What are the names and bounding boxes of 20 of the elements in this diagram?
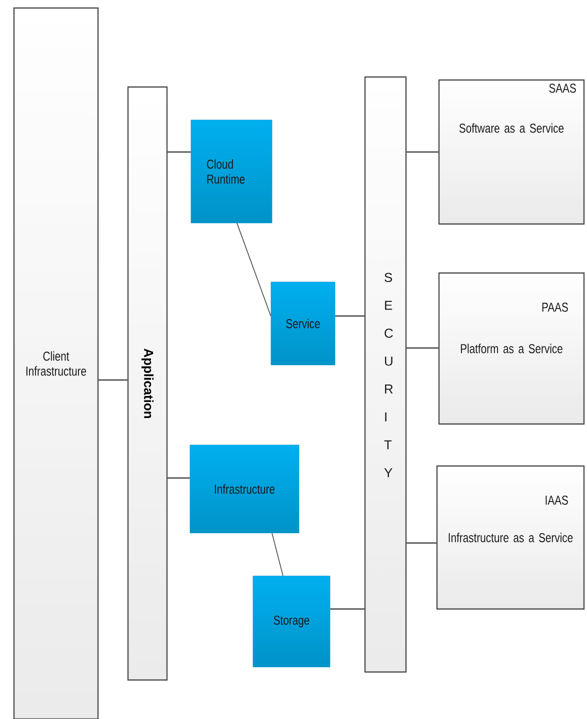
connector-line bbox=[98, 379, 128, 381]
component-box: Storage bbox=[252, 576, 330, 668]
layer-bar: SECURITY bbox=[364, 76, 407, 673]
connector-line bbox=[406, 542, 436, 544]
connector-line bbox=[335, 315, 364, 317]
service-box: PAAS Platform as a Service bbox=[438, 272, 585, 425]
connector-line bbox=[236, 222, 272, 316]
component-box: Cloud Runtime bbox=[190, 120, 272, 224]
layer-bar: Client Infrastructure bbox=[13, 7, 99, 719]
connector-line bbox=[272, 532, 284, 576]
connector-line bbox=[168, 477, 190, 479]
connector-line bbox=[330, 608, 364, 610]
connector-line bbox=[406, 347, 438, 349]
connector-line bbox=[168, 151, 191, 153]
service-box: SAAS Software as a Service bbox=[438, 79, 585, 225]
service-box: IAAS Infrastructure as a Service bbox=[436, 465, 585, 610]
connector-line bbox=[406, 151, 438, 153]
component-box: Service bbox=[270, 282, 336, 366]
component-box: Infrastructure bbox=[190, 444, 300, 534]
layer-bar: Application bbox=[127, 86, 168, 681]
